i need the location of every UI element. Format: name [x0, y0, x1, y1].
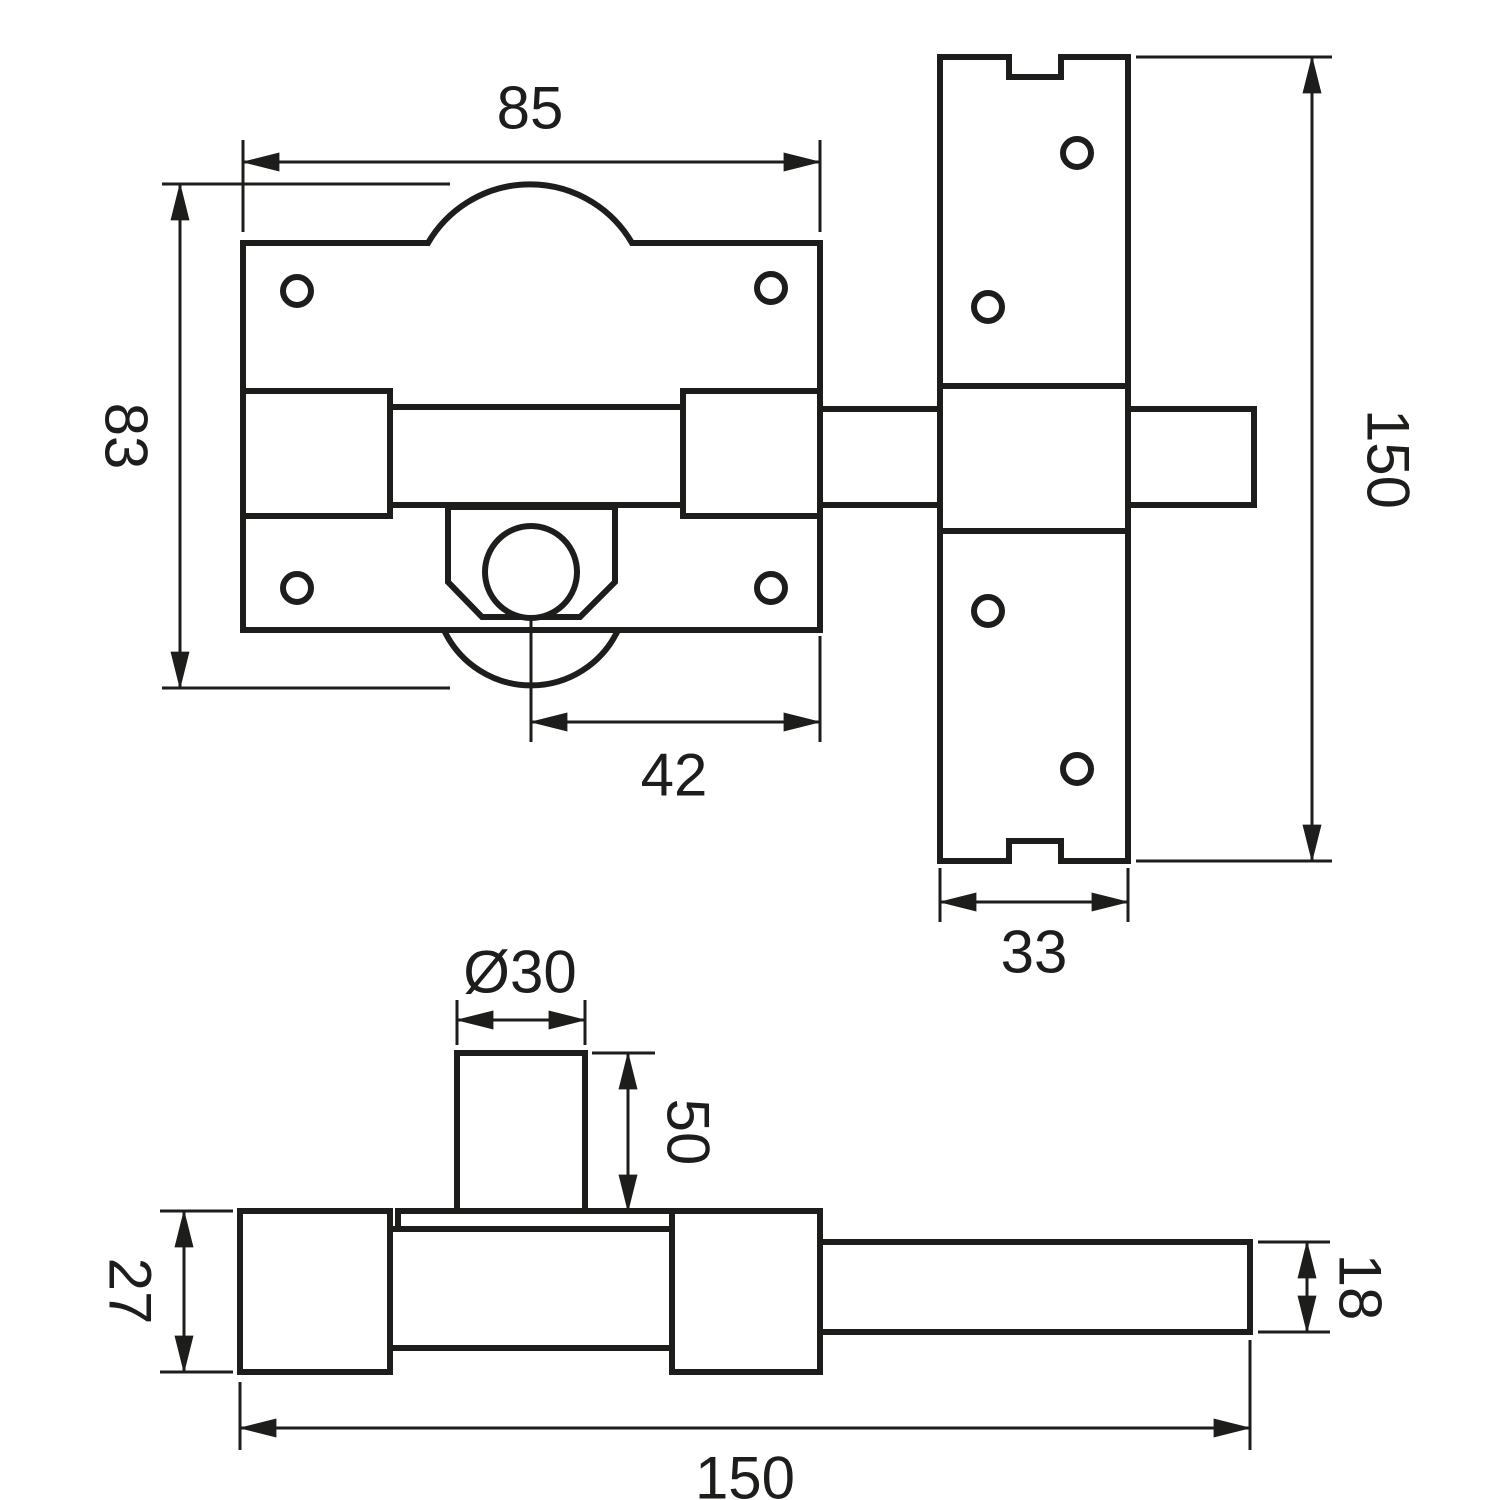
screw-hole	[971, 594, 1005, 628]
bolt-tip	[1125, 406, 1257, 508]
screw-hole	[754, 271, 788, 305]
guide-block-left-side	[237, 1208, 393, 1375]
bolt-guide-left	[240, 388, 393, 519]
dim-strike-height: 150	[1136, 55, 1422, 863]
bolt-guide-right	[680, 388, 823, 519]
screw-hole	[1060, 752, 1094, 786]
case-body-side	[387, 1226, 675, 1351]
bolt-bar-middle	[817, 406, 943, 508]
dim-label-50: 50	[655, 1099, 722, 1166]
dim-cylinder-height: 50	[592, 1051, 722, 1213]
dim-label-150-overall: 150	[695, 1445, 795, 1500]
screw-hole	[754, 571, 788, 605]
screw-hole	[1060, 136, 1094, 170]
screw-hole	[280, 274, 314, 308]
dim-label-27: 27	[97, 1258, 164, 1325]
dim-overall-length: 150	[238, 1340, 1252, 1500]
screw-hole	[280, 571, 314, 605]
dim-front-plate-height: 83	[93, 182, 450, 690]
dim-label-33: 33	[1001, 919, 1068, 986]
side-profile-view	[237, 1050, 1253, 1375]
guide-block-right-side	[669, 1208, 823, 1375]
dim-label-18: 18	[1327, 1254, 1394, 1321]
dim-cylinder-diameter: Ø30	[455, 939, 587, 1045]
strike-plate-view	[937, 54, 1257, 864]
dim-front-plate-width: 85	[241, 75, 822, 232]
bolt-bar-side	[817, 1239, 1253, 1335]
dim-strike-width: 33	[938, 868, 1130, 986]
dim-cylinder-offset: 42	[529, 620, 822, 809]
front-view	[240, 181, 943, 689]
dim-label-150-strike: 150	[1355, 409, 1422, 509]
dim-bolt-diameter: 18	[1258, 1240, 1394, 1334]
cylinder-side	[454, 1050, 588, 1214]
cylinder-circle	[482, 523, 580, 621]
strike-plate	[937, 54, 1131, 864]
dim-body-thickness: 27	[97, 1209, 233, 1374]
screw-hole	[971, 290, 1005, 324]
dim-label-85: 85	[497, 75, 564, 142]
bolt-bar-front	[387, 404, 686, 508]
dim-label-diameter-30: Ø30	[463, 939, 576, 1006]
dim-label-83: 83	[93, 403, 160, 470]
dim-label-42: 42	[641, 742, 708, 809]
